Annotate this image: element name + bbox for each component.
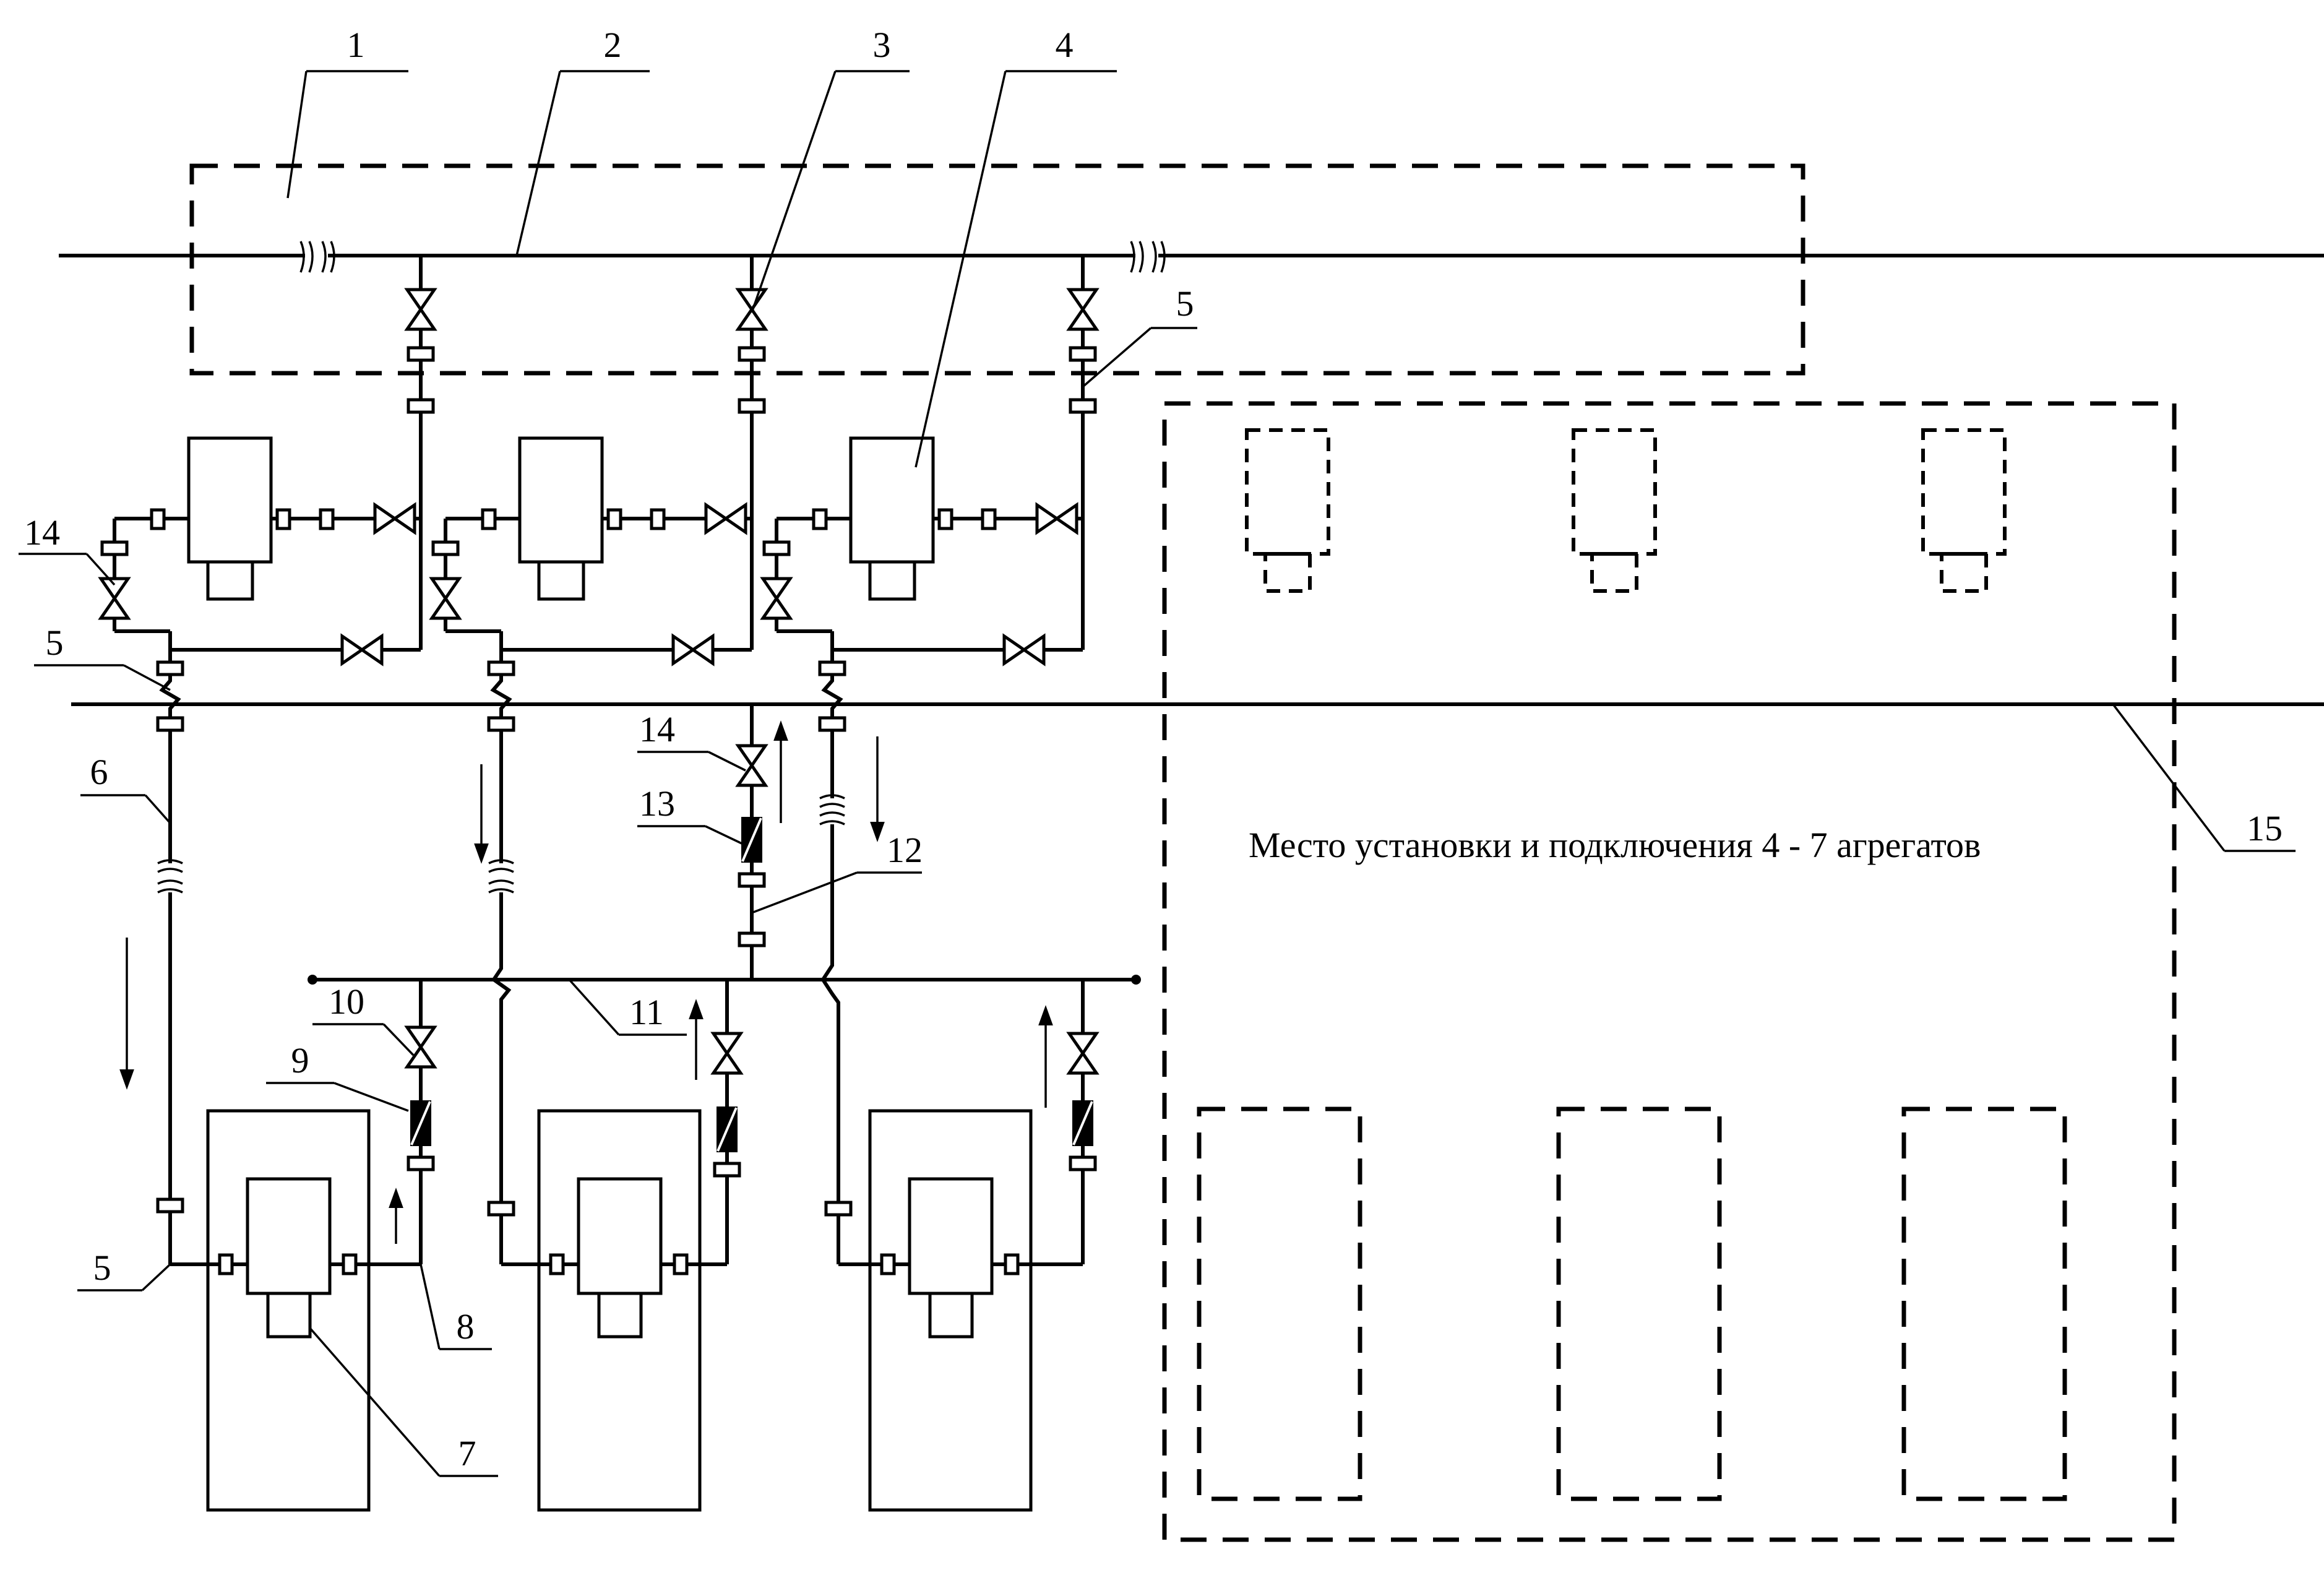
zone-1-dashed-boundary bbox=[189, 163, 1805, 376]
upper-unit-3 bbox=[760, 256, 1100, 732]
label-1: 1 bbox=[347, 25, 365, 65]
collector-11 bbox=[308, 975, 1141, 985]
flow-arrows bbox=[119, 720, 1053, 1244]
label-3: 3 bbox=[873, 25, 891, 65]
label-14-left: 14 bbox=[24, 512, 60, 553]
main-line-2 bbox=[59, 241, 2324, 273]
label-10: 10 bbox=[329, 981, 364, 1022]
supply-line-unit-2 bbox=[487, 730, 515, 1264]
label-11: 11 bbox=[629, 992, 664, 1032]
upper-unit-2 bbox=[429, 256, 768, 732]
supply-line-6 bbox=[156, 730, 184, 1264]
lower-unit-1 bbox=[170, 980, 437, 1512]
future-upper-units bbox=[1245, 428, 2007, 593]
label-5-bottom: 5 bbox=[93, 1248, 111, 1288]
label-15: 15 bbox=[2247, 808, 2283, 848]
leader-lines bbox=[19, 70, 2296, 1477]
label-8: 8 bbox=[457, 1306, 475, 1347]
zone-future-units-dashed-boundary bbox=[1162, 401, 2177, 1542]
label-6: 6 bbox=[90, 752, 108, 792]
label-5-top: 5 bbox=[1176, 283, 1194, 324]
lower-unit-2 bbox=[501, 980, 744, 1512]
upper-unit-1 bbox=[98, 256, 437, 732]
lower-unit-3 bbox=[838, 980, 1100, 1512]
label-9: 9 bbox=[291, 1040, 309, 1080]
future-units-caption: Место установки и подключения 4 - 7 агре… bbox=[1249, 825, 1981, 865]
label-4: 4 bbox=[1056, 25, 1074, 65]
label-5-middle: 5 bbox=[46, 623, 64, 663]
label-12: 12 bbox=[887, 830, 923, 870]
supply-line-unit-3 bbox=[819, 730, 853, 1264]
line-12-connection bbox=[735, 704, 768, 980]
label-7: 7 bbox=[458, 1433, 476, 1473]
label-14-middle: 14 bbox=[639, 709, 675, 749]
future-lower-units bbox=[1197, 1106, 2067, 1501]
label-13: 13 bbox=[639, 783, 675, 824]
label-2: 2 bbox=[604, 25, 622, 65]
